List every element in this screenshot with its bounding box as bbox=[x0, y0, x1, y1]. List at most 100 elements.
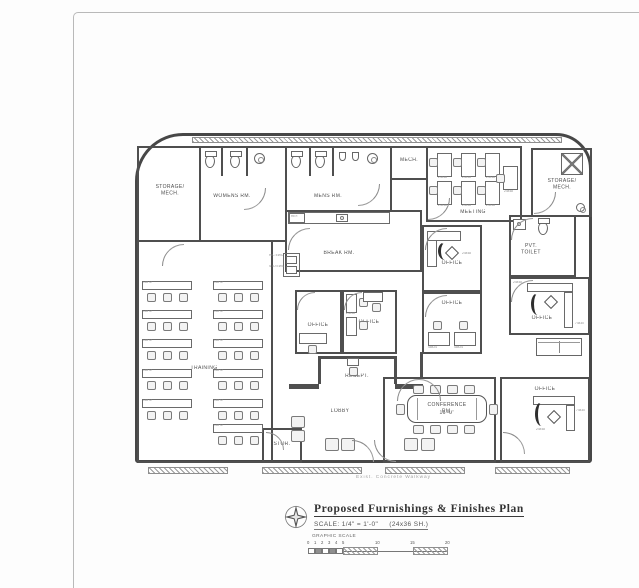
graphic-scale-label: GRAPHIC SCALE bbox=[312, 534, 357, 539]
training-table bbox=[213, 369, 263, 378]
toilet-fixture bbox=[205, 151, 217, 168]
label-office-center-2: OFFICE bbox=[358, 319, 380, 325]
desk-size-tag: 24x48 bbox=[486, 176, 495, 180]
desk-size-tag: 24x48 bbox=[346, 312, 355, 316]
urinal-fixture bbox=[352, 152, 359, 161]
table-size-tag: 18x72 bbox=[214, 281, 223, 285]
chair bbox=[477, 186, 486, 195]
label-std-ewc: STD EWC bbox=[269, 265, 285, 269]
chair bbox=[147, 322, 156, 331]
label-walkway: Exist. Concrete Walkway bbox=[356, 475, 431, 480]
chair bbox=[459, 321, 468, 330]
desk bbox=[437, 153, 452, 177]
desk bbox=[428, 332, 450, 346]
label-office-right-lower: OFFICE bbox=[534, 386, 556, 392]
corridor-wall bbox=[420, 352, 423, 379]
chair bbox=[429, 186, 438, 195]
chair bbox=[234, 322, 243, 331]
drawing-title: Proposed Furnishings & Finishes Plan bbox=[314, 503, 524, 517]
chair bbox=[250, 351, 259, 360]
toilet-fixture bbox=[538, 218, 550, 235]
desk-size-tag: 24x48 bbox=[462, 204, 471, 208]
label-pvt-toilet: PVT. TOILET bbox=[521, 243, 541, 256]
desk-size-tag: 74x30 bbox=[575, 322, 584, 326]
sheet-size-text: (24x36 SH.) bbox=[389, 521, 429, 528]
desk bbox=[527, 283, 573, 292]
chair bbox=[308, 345, 317, 354]
scale-tick: 1 bbox=[314, 541, 317, 546]
chair bbox=[218, 411, 227, 420]
chair bbox=[163, 293, 172, 302]
label-office-right-upper: OFFICE bbox=[531, 315, 553, 321]
chair bbox=[179, 293, 188, 302]
lobby-wall-left bbox=[289, 384, 319, 389]
chair bbox=[163, 351, 172, 360]
chair bbox=[234, 351, 243, 360]
sink-fixture bbox=[254, 153, 265, 164]
graphic-scale-bar: 0 1 2 3 4 5 10 15 20 bbox=[307, 541, 453, 557]
chair bbox=[453, 186, 462, 195]
conference-table bbox=[407, 395, 487, 423]
training-table bbox=[213, 399, 263, 408]
desk-size-tag: 24x48 bbox=[462, 252, 471, 256]
label-stor: STOR. bbox=[273, 441, 291, 447]
chair bbox=[218, 381, 227, 390]
chair bbox=[250, 411, 259, 420]
chair bbox=[250, 293, 259, 302]
chair bbox=[496, 174, 505, 183]
scale-cell-filled bbox=[315, 548, 322, 554]
stall-partition bbox=[332, 148, 334, 176]
stall-partition bbox=[309, 148, 311, 176]
scale-cell bbox=[336, 548, 343, 554]
chair bbox=[447, 385, 458, 394]
desk bbox=[346, 317, 357, 336]
sink-fixture bbox=[367, 153, 378, 164]
desk bbox=[564, 292, 573, 328]
label-office-mid-lower: OFFICE bbox=[441, 300, 463, 306]
table-size-tag: 18x72 bbox=[143, 339, 152, 343]
scale-tick: 5 bbox=[342, 541, 345, 546]
chair bbox=[234, 436, 243, 445]
ewc-niche bbox=[283, 253, 300, 277]
chair bbox=[163, 411, 172, 420]
label-ref: REF. bbox=[291, 215, 299, 219]
chair bbox=[218, 436, 227, 445]
room-conference bbox=[383, 377, 496, 463]
training-table bbox=[142, 310, 192, 319]
table-pedestal-line bbox=[417, 398, 418, 420]
training-table bbox=[213, 310, 263, 319]
chair bbox=[234, 411, 243, 420]
toilet-fixture bbox=[291, 151, 303, 168]
room-office-right-lower bbox=[500, 377, 590, 463]
lobby-chair bbox=[291, 416, 305, 428]
scale-tick: 15 bbox=[410, 541, 415, 546]
training-table bbox=[142, 399, 192, 408]
chair bbox=[147, 381, 156, 390]
chair bbox=[234, 381, 243, 390]
desk-size-tag: 24x48 bbox=[462, 176, 471, 180]
chair bbox=[447, 425, 458, 434]
scale-tick: 0 bbox=[307, 541, 310, 546]
desk-size-tag: 48x24 bbox=[428, 346, 437, 350]
recept-wall-left bbox=[318, 356, 321, 384]
chair bbox=[430, 425, 441, 434]
sofa bbox=[536, 338, 582, 356]
scale-text: SCALE: 1/4" = 1'-0" bbox=[314, 521, 379, 528]
desk-size-tag: 24x48 bbox=[486, 204, 495, 208]
chair bbox=[179, 411, 188, 420]
desk-size-tag: 74x30 bbox=[576, 409, 585, 413]
desk bbox=[503, 166, 518, 190]
room-office-center-2 bbox=[342, 290, 397, 354]
room-office-mid-lower bbox=[422, 292, 482, 354]
refrigerator bbox=[289, 213, 305, 223]
room-meeting bbox=[426, 146, 522, 222]
chair bbox=[396, 404, 405, 415]
room-break bbox=[285, 210, 422, 272]
label-break: BREAK RM. bbox=[323, 250, 355, 256]
training-table bbox=[213, 424, 263, 433]
recept-wall-right bbox=[394, 356, 397, 384]
walkway-hatch bbox=[148, 467, 228, 474]
chair bbox=[163, 381, 172, 390]
chair bbox=[477, 158, 486, 167]
chair bbox=[147, 411, 156, 420]
